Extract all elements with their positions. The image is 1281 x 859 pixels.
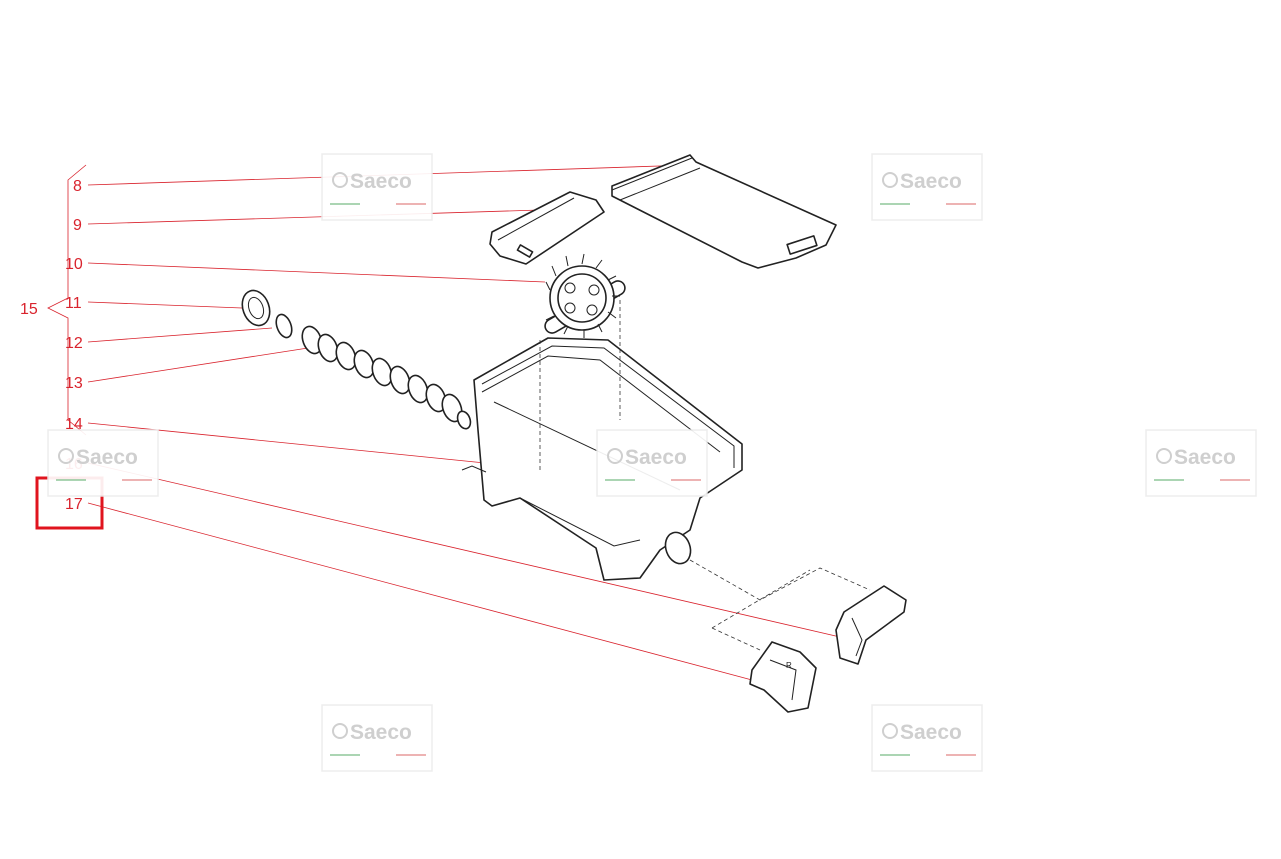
leader-12 xyxy=(87,327,273,343)
watermark-7: Saeco xyxy=(871,704,983,772)
watermark-brand: Saeco xyxy=(76,446,138,469)
part-o-ring[interactable] xyxy=(273,312,294,339)
callout-8[interactable]: 8 xyxy=(73,178,82,195)
watermark-brand: Saeco xyxy=(900,721,962,744)
leader-11 xyxy=(87,301,243,309)
leader-13 xyxy=(87,347,309,383)
watermark-2: Saeco xyxy=(871,153,983,221)
saeco-logo-icon xyxy=(58,448,74,464)
watermark-brand: Saeco xyxy=(625,446,687,469)
watermark-6: Saeco xyxy=(321,704,433,772)
leader-lines xyxy=(47,164,841,681)
saeco-logo-icon xyxy=(882,723,898,739)
leader-9 xyxy=(87,209,541,225)
watermark-5: Saeco xyxy=(1145,429,1257,497)
watermark-3: Saeco xyxy=(47,429,159,497)
watermarks: Saeco Saeco Saeco Saeco Saeco xyxy=(47,153,1257,772)
part-flap-16[interactable] xyxy=(835,585,907,665)
watermark-brand: Saeco xyxy=(900,170,962,193)
leader-16 xyxy=(87,462,841,638)
callout-9[interactable]: 9 xyxy=(73,217,82,234)
part-flap-17[interactable]: R xyxy=(749,641,817,713)
callout-12[interactable]: 12 xyxy=(65,335,83,352)
callout-15[interactable]: 15 xyxy=(20,301,38,318)
watermark-4: Saeco xyxy=(596,429,708,497)
callout-11[interactable]: 11 xyxy=(65,295,82,312)
callout-17[interactable]: 17 xyxy=(65,496,83,513)
saeco-logo-icon xyxy=(332,172,348,188)
saeco-logo-icon xyxy=(882,172,898,188)
part-lid[interactable] xyxy=(611,154,837,269)
watermark-brand: Saeco xyxy=(350,170,412,193)
callout-10[interactable]: 10 xyxy=(65,256,83,273)
part-gear-shaft[interactable] xyxy=(543,253,628,338)
saeco-logo-icon xyxy=(1156,448,1172,464)
bracket-15 xyxy=(47,164,87,436)
assembly-guide xyxy=(689,559,871,651)
watermark-1: Saeco xyxy=(321,153,433,221)
leader-17 xyxy=(87,502,753,681)
part-nut[interactable] xyxy=(238,287,275,330)
flap-marking: R xyxy=(786,661,792,670)
watermark-brand: Saeco xyxy=(1174,446,1236,469)
callout-14[interactable]: 14 xyxy=(65,416,83,433)
saeco-logo-icon xyxy=(607,448,623,464)
callout-13[interactable]: 13 xyxy=(65,375,83,392)
leader-10 xyxy=(87,262,546,283)
part-auger[interactable] xyxy=(299,324,473,431)
watermark-brand: Saeco xyxy=(350,721,412,744)
part-door[interactable] xyxy=(489,191,605,265)
saeco-logo-icon xyxy=(332,723,348,739)
